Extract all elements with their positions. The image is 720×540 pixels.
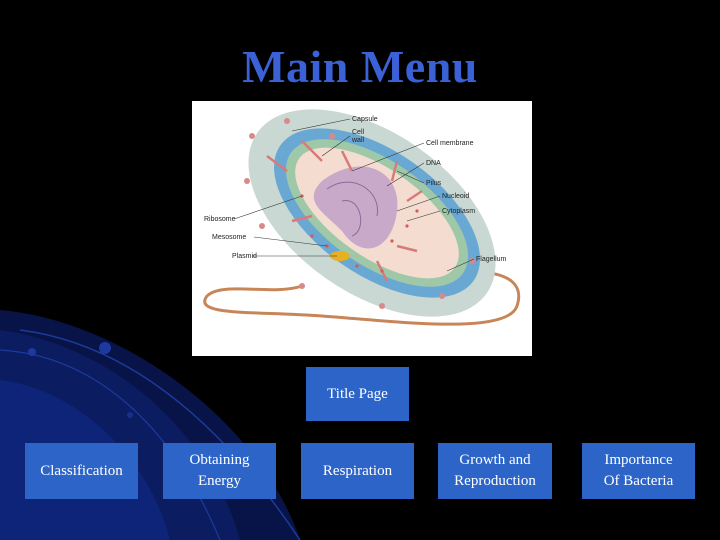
title-page-button[interactable]: Title Page — [306, 367, 409, 421]
label-ribosome: Ribosome — [204, 216, 236, 223]
classification-label: Classification — [40, 462, 123, 479]
obtaining-energy-label-line2: Energy — [197, 473, 242, 489]
importance-label-line1: Importance — [604, 452, 673, 468]
label-cell-wall-2: wall — [351, 137, 365, 144]
respiration-label: Respiration — [322, 462, 393, 479]
respiration-button[interactable]: Respiration — [301, 443, 414, 499]
importance-label-line2: Of Bacteria — [603, 473, 674, 489]
label-pilus: Pilus — [426, 180, 442, 187]
title-page-label: Title Page — [327, 385, 388, 402]
classification-button[interactable]: Classification — [25, 443, 138, 499]
obtaining-energy-label-line1: Obtaining — [189, 452, 250, 468]
page-title: Main Menu — [242, 41, 478, 92]
label-cell-membrane: Cell membrane — [426, 140, 474, 147]
label-cytoplasm: Cytoplasm — [442, 208, 475, 215]
label-plasmid: Plasmid — [232, 253, 257, 260]
label-cell-wall-1: Cell — [352, 129, 365, 136]
label-mesosome: Mesosome — [212, 234, 246, 241]
growth-label-line2: Reproduction — [454, 473, 536, 489]
label-dna: DNA — [426, 160, 441, 167]
label-flagellum: Flagellum — [476, 256, 507, 263]
label-nucleoid: Nucleoid — [442, 193, 469, 200]
growth-reproduction-button[interactable]: Growth and Reproduction — [438, 443, 552, 499]
growth-label-line1: Growth and — [459, 452, 531, 468]
obtaining-energy-button[interactable]: Obtaining Energy — [163, 443, 276, 499]
bacterium-diagram: Capsule Cell wall Cell membrane DNA Pilu… — [192, 101, 532, 356]
importance-button[interactable]: Importance Of Bacteria — [582, 443, 695, 499]
label-capsule: Capsule — [352, 116, 378, 123]
